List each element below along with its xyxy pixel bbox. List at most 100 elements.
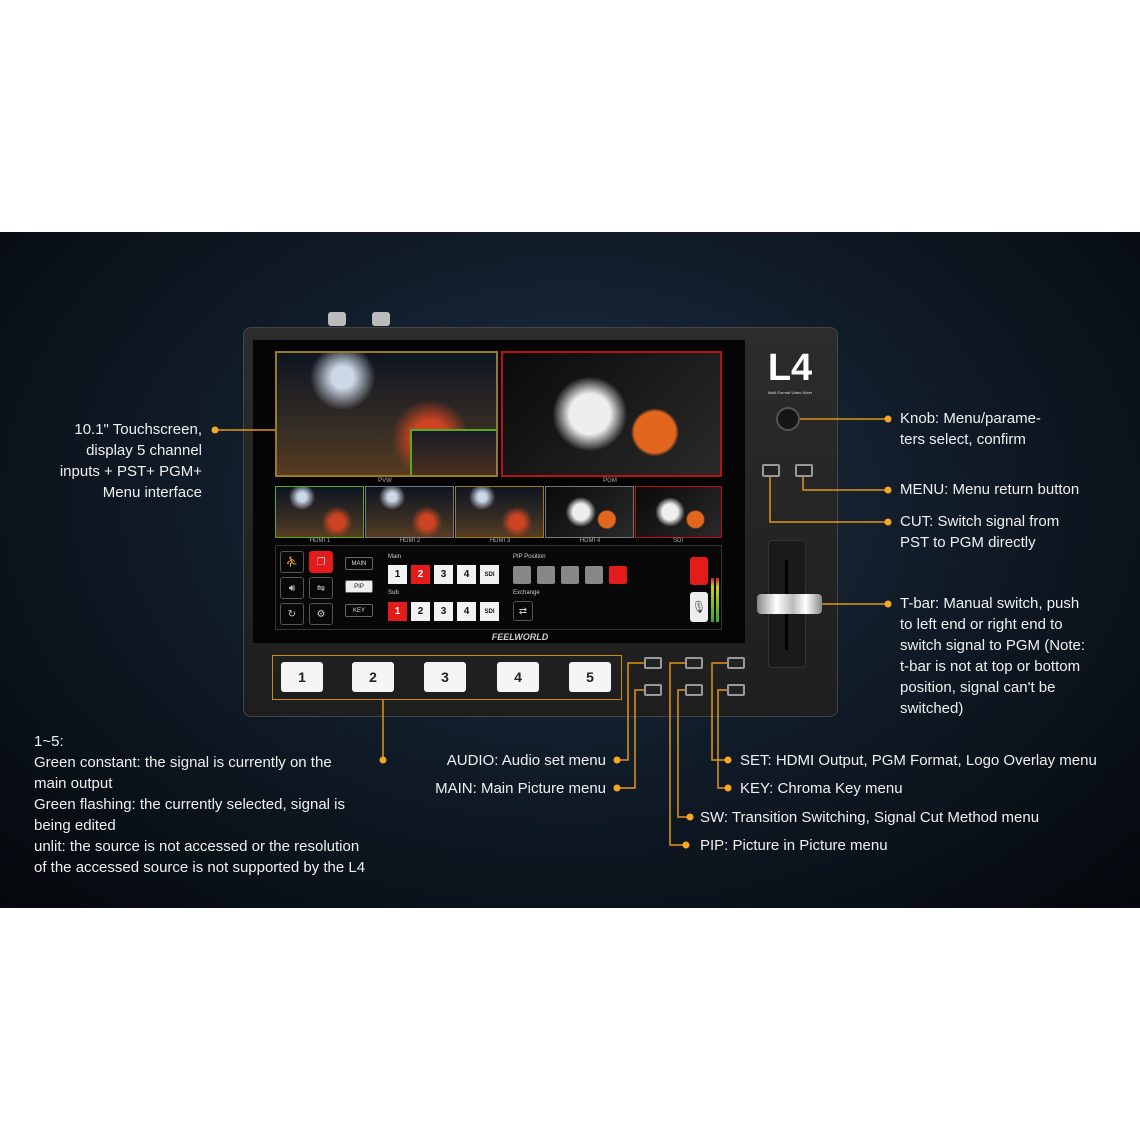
annotation-line: to left end or right end to — [900, 616, 1063, 633]
pip-inset — [410, 429, 496, 475]
audio-meter — [716, 578, 719, 622]
sub-source-4[interactable]: 4 — [457, 602, 476, 621]
brand-logo: FEELWORLD — [491, 632, 549, 642]
sub-source-1[interactable]: 1 — [388, 602, 407, 621]
annotation-line: Green constant: the signal is currently … — [34, 754, 332, 771]
annotation-line: 10.1" Touchscreen, — [74, 421, 202, 438]
exchange-label: Exchange — [513, 590, 540, 596]
sw-button[interactable] — [685, 657, 703, 669]
main-source-1[interactable]: 1 — [388, 565, 407, 584]
input-label: HDMI 3 — [489, 538, 511, 544]
audio-annotation: AUDIO: Audio set menu — [446, 752, 606, 769]
input-label: SDI — [672, 538, 683, 544]
annotation-line: CUT: Switch signal from — [900, 513, 1060, 530]
input-thumb-hdmi4[interactable] — [545, 486, 634, 538]
main-source-2[interactable]: 2 — [411, 565, 430, 584]
source-button-4[interactable]: 4 — [497, 662, 539, 692]
menu-annotation: MENU: Menu return button — [900, 481, 1080, 498]
source-button-5[interactable]: 5 — [569, 662, 611, 692]
key-button[interactable] — [727, 684, 745, 696]
set-button[interactable] — [727, 657, 745, 669]
record-icon[interactable] — [690, 557, 708, 585]
annotation-line: switch signal to PGM (Note: — [900, 637, 1086, 654]
main-mode-button[interactable]: MAIN — [345, 557, 373, 570]
settings-icon[interactable]: ⚙ — [309, 603, 333, 625]
annotation-line: switched) — [900, 700, 964, 717]
annotation-line: Knob: Menu/parame- — [900, 410, 1041, 427]
annotation-line: Green flashing: the currently selected, … — [34, 796, 345, 813]
main-label: Main — [388, 554, 402, 560]
audio-meter — [711, 578, 714, 622]
input-label: HDMI 2 — [399, 538, 421, 544]
annotation-line: unlit: the source is not accessed or the… — [34, 838, 360, 855]
program-label: PGM — [603, 478, 617, 484]
set-annotation: SET: HDMI Output, PGM Format, Logo Overl… — [740, 752, 1097, 769]
flip-icon[interactable]: ⇋ — [309, 577, 333, 599]
pip-button[interactable] — [685, 684, 703, 696]
pip-position-top-left[interactable] — [537, 566, 555, 584]
annotation-line: ters select, confirm — [900, 431, 1026, 448]
annotation-line: main output — [34, 775, 113, 792]
main-button[interactable] — [644, 684, 662, 696]
annotation-line: inputs + PST+ PGM+ — [59, 463, 202, 480]
pip-position-label: PIP Position — [513, 554, 546, 560]
annotation-line: t-bar is not at top or bottom — [900, 658, 1081, 675]
program-window[interactable] — [501, 351, 722, 477]
preview-window[interactable] — [275, 351, 498, 477]
main-source-sdi[interactable]: SDI — [480, 565, 499, 584]
tbar-annotation: T-bar: Manual switch, push to left end o… — [900, 593, 1085, 719]
annotation-line: being edited — [34, 817, 116, 834]
knob-annotation: Knob: Menu/parame- ters select, confirm — [900, 408, 1041, 450]
main-annotation: MAIN: Main Picture menu — [435, 780, 606, 797]
input-label: HDMI 1 — [309, 538, 331, 544]
input-label: HDMI 4 — [579, 538, 601, 544]
t-bar-handle[interactable] — [757, 594, 822, 614]
sub-source-2[interactable]: 2 — [411, 602, 430, 621]
sub-label: Sub — [388, 590, 399, 596]
source-buttons-group — [272, 655, 622, 700]
pip-mode-button[interactable]: PIP — [345, 580, 373, 593]
sw-annotation: SW: Transition Switching, Signal Cut Met… — [700, 809, 1040, 826]
runner-icon[interactable]: ⛹ — [280, 551, 304, 573]
input-thumb-hdmi1[interactable] — [275, 486, 364, 538]
input-thumb-hdmi2[interactable] — [365, 486, 454, 538]
annotation-line: of the accessed source is not supported … — [34, 859, 366, 876]
preview-label: PVW — [378, 478, 392, 484]
annotation-line: position, signal can't be — [900, 679, 1056, 696]
audio-button[interactable] — [644, 657, 662, 669]
main-source-3[interactable]: 3 — [434, 565, 453, 584]
model-subtitle: Multi-Format Video Mixer — [767, 390, 813, 395]
sub-source-sdi[interactable]: SDI — [480, 602, 499, 621]
main-source-4[interactable]: 4 — [457, 565, 476, 584]
source-button-1[interactable]: 1 — [281, 662, 323, 692]
pip-position-bottom-right[interactable] — [609, 566, 627, 584]
annotation-line: display 5 channel — [86, 442, 202, 459]
model-logo: L4 — [767, 347, 813, 389]
annotation-line: T-bar: Manual switch, push — [900, 595, 1080, 612]
source-button-2[interactable]: 2 — [352, 662, 394, 692]
knob[interactable] — [776, 407, 800, 431]
input-thumb-sdi[interactable] — [635, 486, 722, 538]
input-thumb-hdmi3[interactable] — [455, 486, 544, 538]
key-annotation: KEY: Chroma Key menu — [740, 780, 903, 797]
pip-mode-icon[interactable]: ❐ — [309, 551, 333, 573]
exchange-icon[interactable]: ⇄ — [513, 601, 533, 621]
key-mode-button[interactable]: KEY — [345, 604, 373, 617]
pip-position-center[interactable] — [513, 566, 531, 584]
touchscreen-annotation: 10.1" Touchscreen, display 5 channel inp… — [60, 419, 202, 503]
refresh-icon[interactable]: ↻ — [280, 603, 304, 625]
connector — [372, 312, 390, 326]
menu-button[interactable] — [762, 464, 780, 477]
pip-position-top-right[interactable] — [561, 566, 579, 584]
annotation-line: PST to PGM directly — [900, 534, 1036, 551]
sub-source-3[interactable]: 3 — [434, 602, 453, 621]
connector — [328, 312, 346, 326]
pip-annotation: PIP: Picture in Picture menu — [700, 837, 888, 854]
pip-position-bottom-left[interactable] — [585, 566, 603, 584]
cut-annotation: CUT: Switch signal from PST to PGM direc… — [900, 511, 1059, 553]
cut-button[interactable] — [795, 464, 813, 477]
microphone-icon[interactable]: 🎙︎ — [690, 592, 708, 622]
audio-icon[interactable]: 🔊︎ — [280, 577, 304, 599]
source-button-3[interactable]: 3 — [424, 662, 466, 692]
